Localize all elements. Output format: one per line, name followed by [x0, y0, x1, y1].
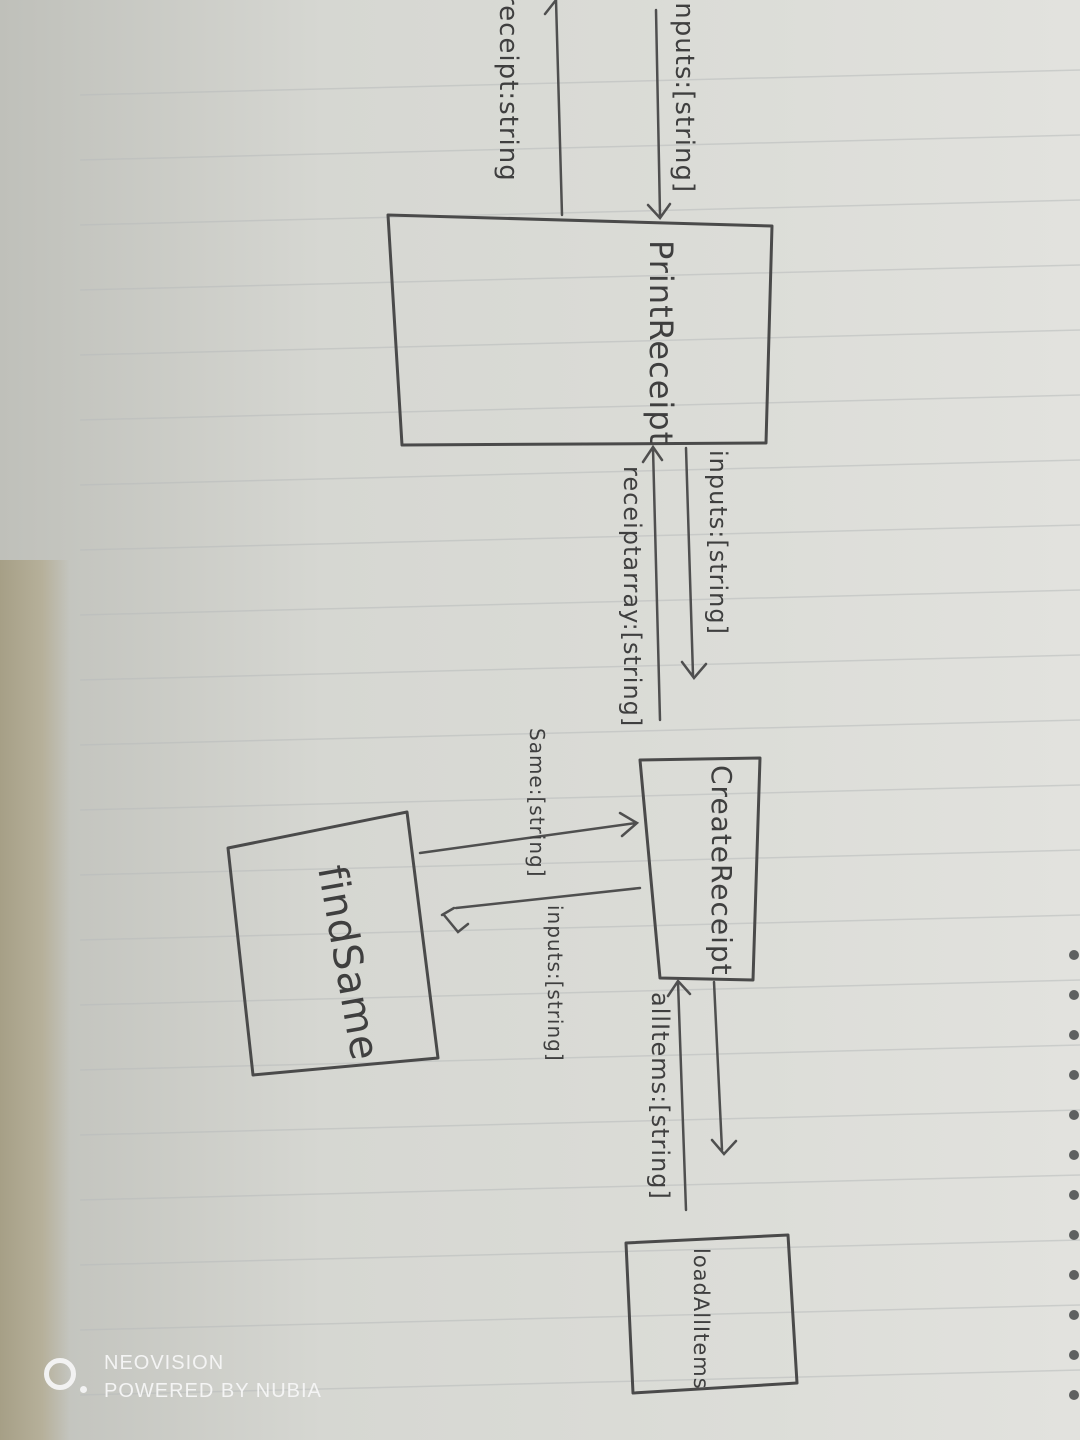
watermark-brand: NEOVISION: [104, 1352, 225, 1374]
outer-output-arrow: [543, 0, 564, 217]
camera-logo-dot-icon: [80, 1386, 87, 1393]
load-to-create-arrow: [666, 978, 692, 1212]
find-same-box: [226, 810, 440, 1077]
watermark-tagline: POWERED BY NUBIA: [104, 1380, 322, 1402]
create-to-find-arrow: [440, 886, 642, 934]
load-all-items-label: loadAllItems: [689, 1248, 713, 1390]
binder-holes: [1069, 950, 1079, 1400]
load-to-create-label: allItems:[string]: [646, 992, 674, 1200]
create-to-load-arrow: [710, 980, 738, 1156]
print-receipt-label: PrintReceipt: [642, 240, 680, 445]
create-to-print-arrow: [641, 444, 664, 722]
print-to-create-label: inputs:[string]: [704, 450, 732, 635]
notebook-rule-lines: [79, 69, 1080, 1396]
find-to-create-label: Same:[string]: [525, 728, 549, 878]
camera-watermark: NEOVISION POWERED BY NUBIA: [40, 1352, 360, 1408]
create-receipt-box: [638, 756, 762, 982]
outer-input-label: inputs:[string]: [669, 0, 699, 193]
find-same-label: findSame: [308, 862, 388, 1064]
print-to-create-arrow: [680, 446, 708, 680]
load-all-items-box: [624, 1233, 799, 1395]
create-to-find-label: inputs:[string]: [543, 905, 567, 1062]
table-surface: [0, 560, 70, 1440]
create-receipt-label: CreateReceipt: [705, 765, 738, 976]
outer-input-arrow: [646, 8, 672, 220]
find-to-create-arrow: [418, 811, 640, 855]
outer-output-label: receipt:string: [493, 0, 523, 182]
create-to-print-label: receiptarray:[string]: [618, 466, 646, 727]
camera-logo-icon: [44, 1358, 76, 1390]
print-receipt-box: [386, 213, 774, 447]
